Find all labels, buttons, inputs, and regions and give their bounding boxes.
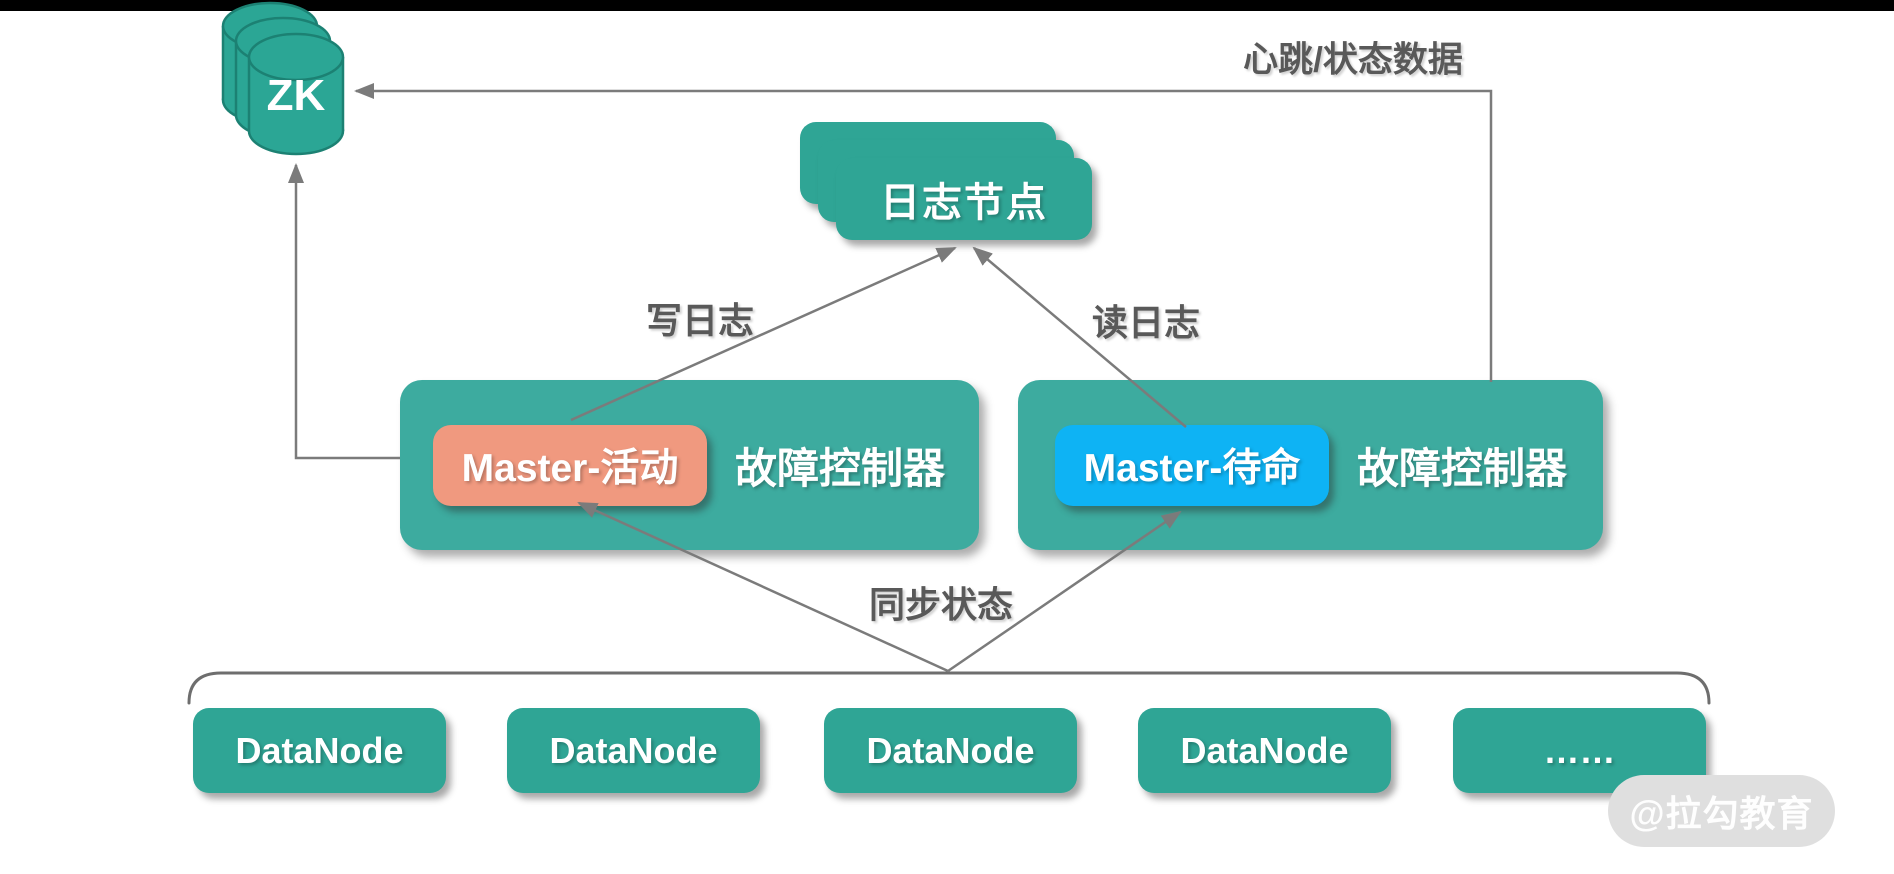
journal-node: 日志节点: [836, 158, 1092, 240]
datanode-box: DataNode: [507, 708, 760, 793]
active-failover-controller-box: Master-活动 故障控制器: [400, 380, 979, 550]
write-log-edge-label: 写日志: [645, 300, 755, 341]
datanode-box: DataNode: [193, 708, 446, 793]
top-black-bar: [0, 0, 1894, 11]
read-log-edge-label: 读日志: [1091, 302, 1201, 343]
zookeeper-cylinder-icon: ZK: [221, 1, 345, 156]
active-controller-label: 故障控制器: [735, 444, 946, 492]
sync-state-edge-label: 同步状态: [868, 584, 1014, 625]
master-active-badge: Master-活动: [433, 424, 707, 506]
master-standby-badge: Master-待命: [1055, 424, 1329, 506]
datanode-box: DataNode: [824, 708, 1077, 793]
heartbeat-edge-label: 心跳/状态数据: [1243, 40, 1463, 80]
zk-label: ZK: [267, 71, 326, 120]
datanode-bracket: [187, 671, 1711, 705]
zk-report-edge: [288, 163, 400, 460]
standby-controller-label: 故障控制器: [1357, 444, 1568, 492]
standby-failover-controller-box: Master-待命 故障控制器: [1018, 380, 1603, 550]
watermark-badge: @拉勾教育: [1608, 775, 1835, 847]
datanode-box: DataNode: [1138, 708, 1391, 793]
